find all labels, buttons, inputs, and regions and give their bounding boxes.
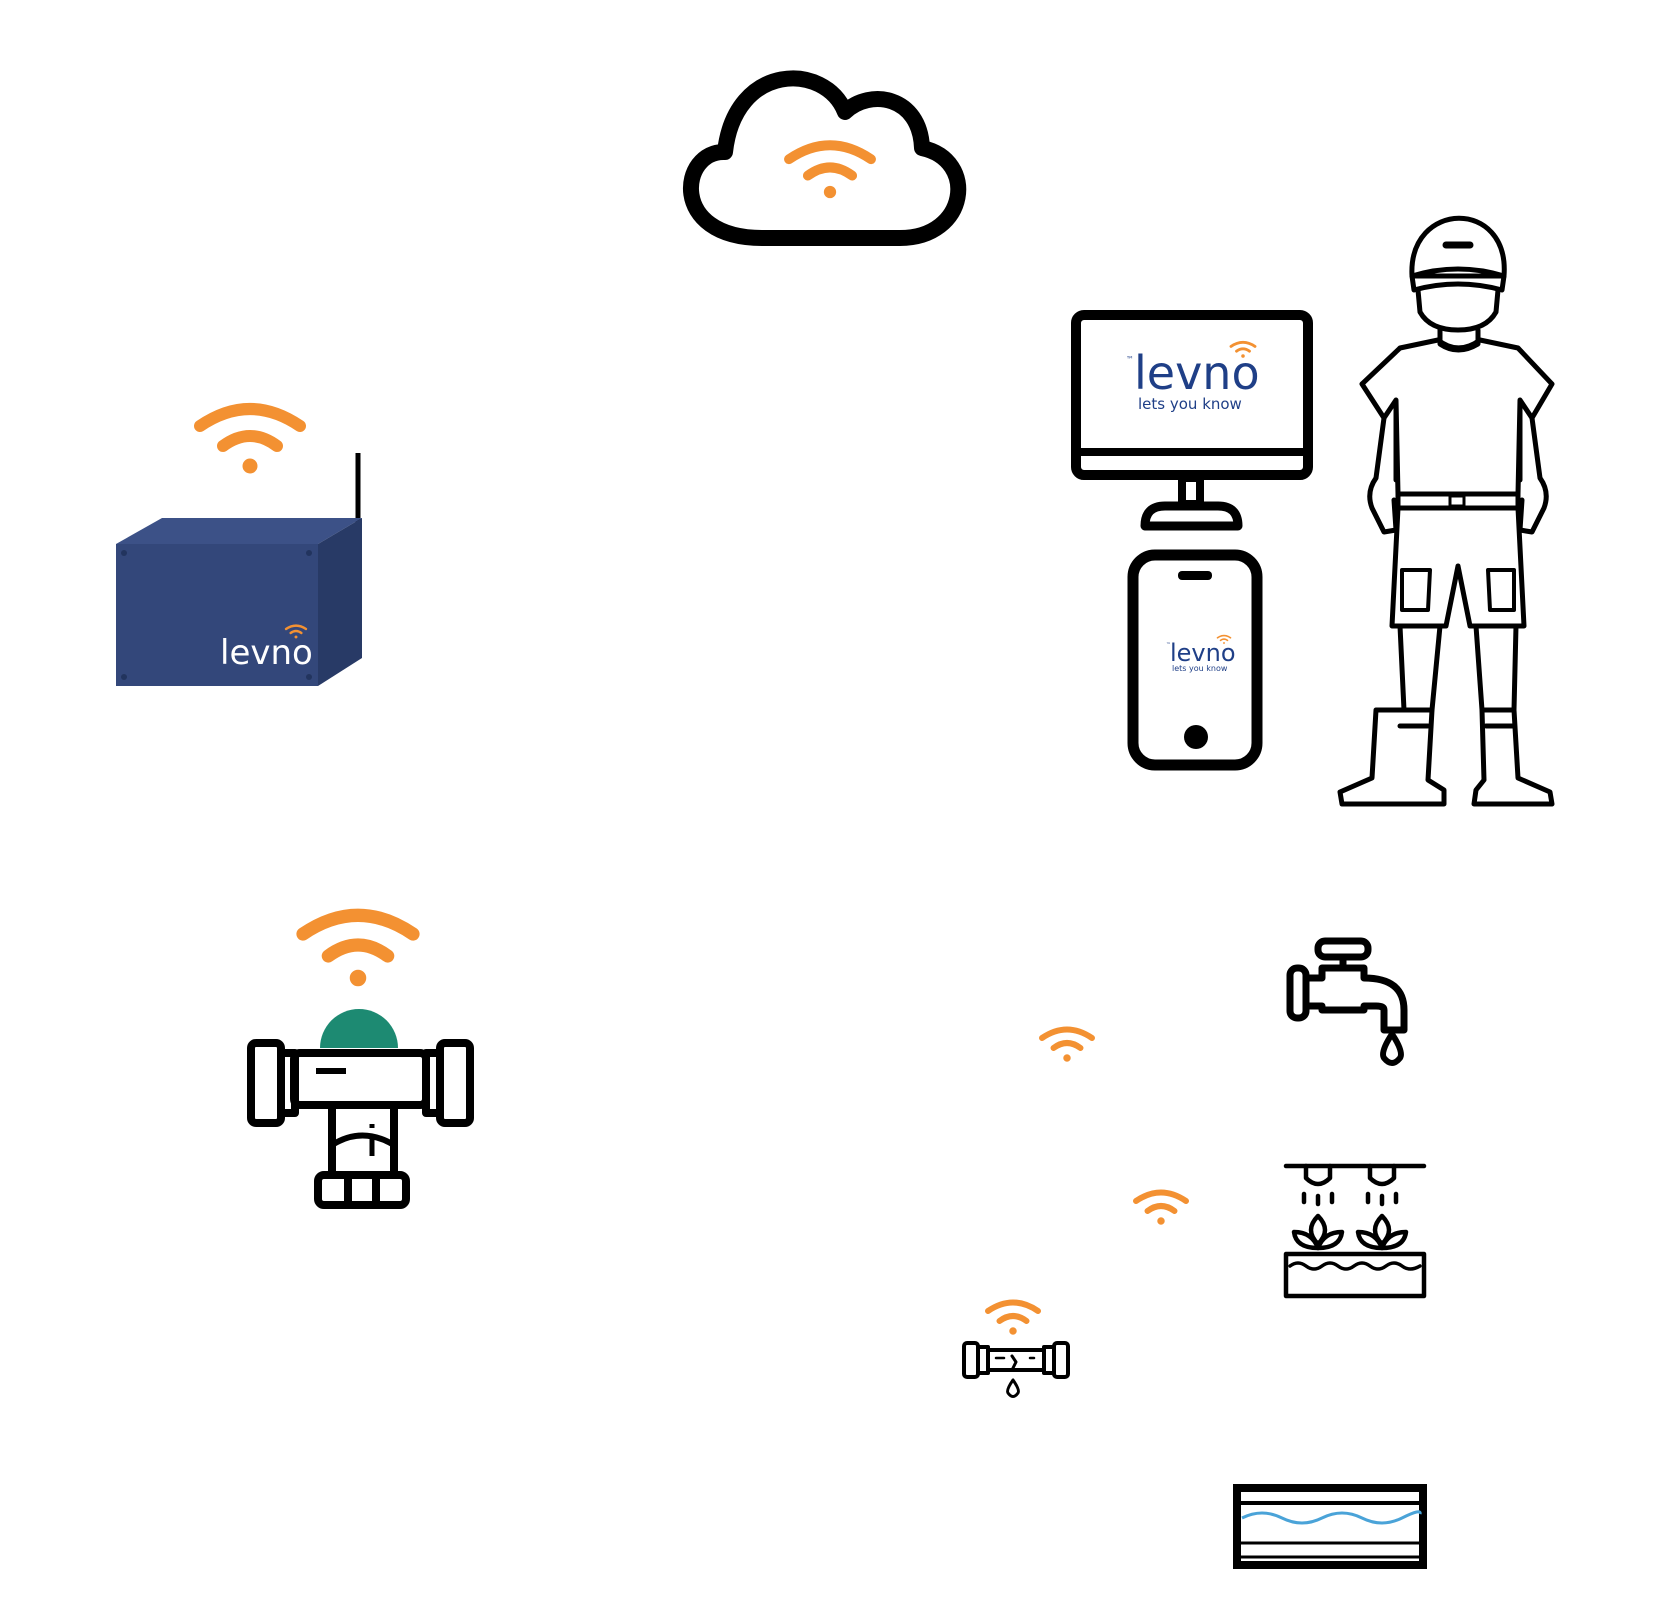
gateway-logo: levno xyxy=(220,633,313,673)
pipe-tee-sensor-icon xyxy=(247,915,474,1209)
monitor-icon: levno ™ lets you know xyxy=(1071,310,1313,531)
wifi-signal-icon xyxy=(789,145,871,197)
wifi-signal-icon xyxy=(1042,1030,1092,1062)
wifi-signal-icon xyxy=(988,1303,1038,1335)
phone-tagline: lets you know xyxy=(1172,664,1228,673)
wifi-signal-icon xyxy=(303,915,413,985)
monitor-tagline: lets you know xyxy=(1138,395,1242,413)
farmer-icon xyxy=(1337,215,1555,807)
pipe-leak-icon xyxy=(962,1341,1070,1398)
cloud-icon xyxy=(683,70,967,246)
monitor-logo: levno xyxy=(1134,346,1260,400)
water-tap-icon xyxy=(1286,937,1408,1066)
wifi-signal-icon xyxy=(1136,1193,1186,1225)
wifi-signal-icon xyxy=(200,409,300,473)
monitor-tm: ™ xyxy=(1126,355,1134,364)
smartphone-icon: levno ™ lets you know xyxy=(1127,549,1263,771)
gateway-box-icon: levno xyxy=(116,409,362,686)
irrigation-sprinkler-icon xyxy=(1283,1163,1427,1299)
water-tank-icon xyxy=(1233,1484,1427,1569)
phone-tm: ™ xyxy=(1166,642,1171,648)
phone-logo: levno xyxy=(1170,639,1236,667)
